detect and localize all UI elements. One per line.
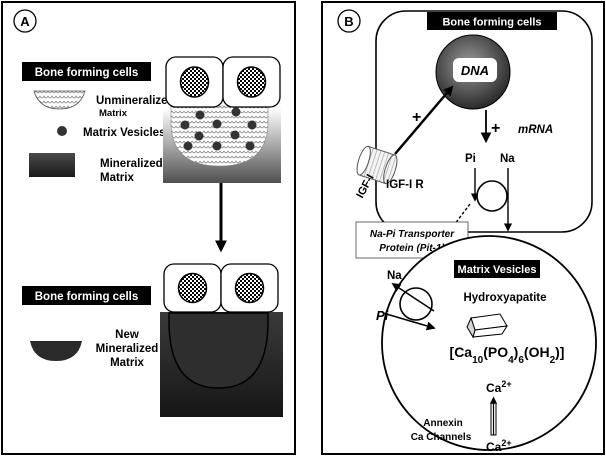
cell-title: Bone forming cells: [442, 17, 541, 29]
na-efflux-arrow: [391, 283, 435, 312]
upper-bone-cells: [163, 56, 281, 183]
panel-a-label: A: [13, 9, 37, 33]
new-mineralized-swatch: [30, 341, 82, 361]
hydroxyapatite-formula: [Ca10(PO4)6(OH2)]: [450, 344, 565, 366]
transporter-label-2: Protein (Pit-1): [379, 243, 445, 254]
panel-b-label: B: [337, 9, 361, 33]
pi-label-vesicle: Pi: [376, 308, 389, 323]
matrix-vesicles: [180, 107, 257, 151]
legend-mineralized-label: Mineralized: [100, 158, 163, 170]
legend-mineralized-label-2: Matrix: [100, 172, 134, 184]
matrix-vesicle: [381, 235, 597, 451]
unmineralized-matrix-swatch: [33, 90, 86, 110]
lower-bone-cells: [160, 263, 283, 417]
transporter-label-1: Na-Pi Transporter: [370, 229, 455, 240]
dna-label-box: [453, 58, 497, 82]
vesicle-na-pi-transporter: [399, 287, 433, 321]
cell-title-box: [427, 12, 557, 30]
upper-unmineralized-matrix: [170, 105, 269, 167]
mrna-plus: +: [491, 120, 500, 137]
new-matrix-label-3: Matrix: [110, 357, 144, 369]
cell-nucleus: [236, 66, 267, 98]
mineralized-matrix-swatch: [29, 153, 75, 177]
lower-title: Bone forming cells: [35, 291, 139, 303]
new-mineralized-matrix: [168, 312, 269, 389]
hydroxyapatite-crystal: [466, 313, 508, 339]
annexin-label-2: Ca Channels: [411, 432, 472, 443]
svg-text:A: A: [20, 14, 30, 29]
mrna-label: mRNA: [518, 124, 553, 136]
hydroxyapatite-label: Hydroxyapatite: [463, 292, 546, 304]
legend-title-box: [22, 62, 151, 81]
legend-unmineralized-sub: Matrix: [99, 108, 128, 119]
legend-title: Bone forming cells: [35, 67, 139, 79]
cell-nucleus: [234, 272, 265, 304]
lower-title-box: [22, 286, 151, 305]
panel-b: B Bone forming cells DNA + IGF-I IGF-I R…: [321, 1, 605, 455]
ca-outside-label: Ca2+: [486, 438, 512, 454]
cell-na-pi-transporter: [476, 180, 508, 212]
dna-label: DNA: [461, 63, 489, 78]
annexin-label-1: Annexin: [423, 418, 462, 429]
vesicle-title-box: [454, 260, 540, 278]
legend-vesicles-label: Matrix Vesicles: [83, 127, 165, 139]
vesicle-title: Matrix Vesicles: [458, 264, 537, 276]
igf-plus: +: [412, 109, 421, 126]
pi-influx-arrow: [382, 312, 436, 331]
bone-forming-cell: [375, 10, 593, 233]
panel-a: A Bone forming cells Unmineralized Matri…: [1, 1, 296, 455]
legend-unmineralized-label: Unmineralized: [96, 95, 175, 107]
cell-nucleus: [179, 66, 210, 98]
pi-label-cell: Pi: [465, 153, 476, 165]
na-label-cell: Na: [500, 153, 515, 165]
cell-nucleus: [177, 272, 208, 304]
svg-text:B: B: [344, 14, 353, 29]
igf-r-label: IGF-I R: [386, 179, 424, 191]
matrix-vesicle-swatch: [57, 126, 67, 136]
na-label-vesicle: Na: [387, 270, 402, 282]
igf-signal-arrow: [394, 85, 454, 155]
new-matrix-label-2: Mineralized: [96, 343, 159, 355]
new-matrix-label-1: New: [115, 329, 139, 341]
ca-inside-label: Ca2+: [486, 379, 512, 395]
igf-receptor: [356, 145, 398, 185]
